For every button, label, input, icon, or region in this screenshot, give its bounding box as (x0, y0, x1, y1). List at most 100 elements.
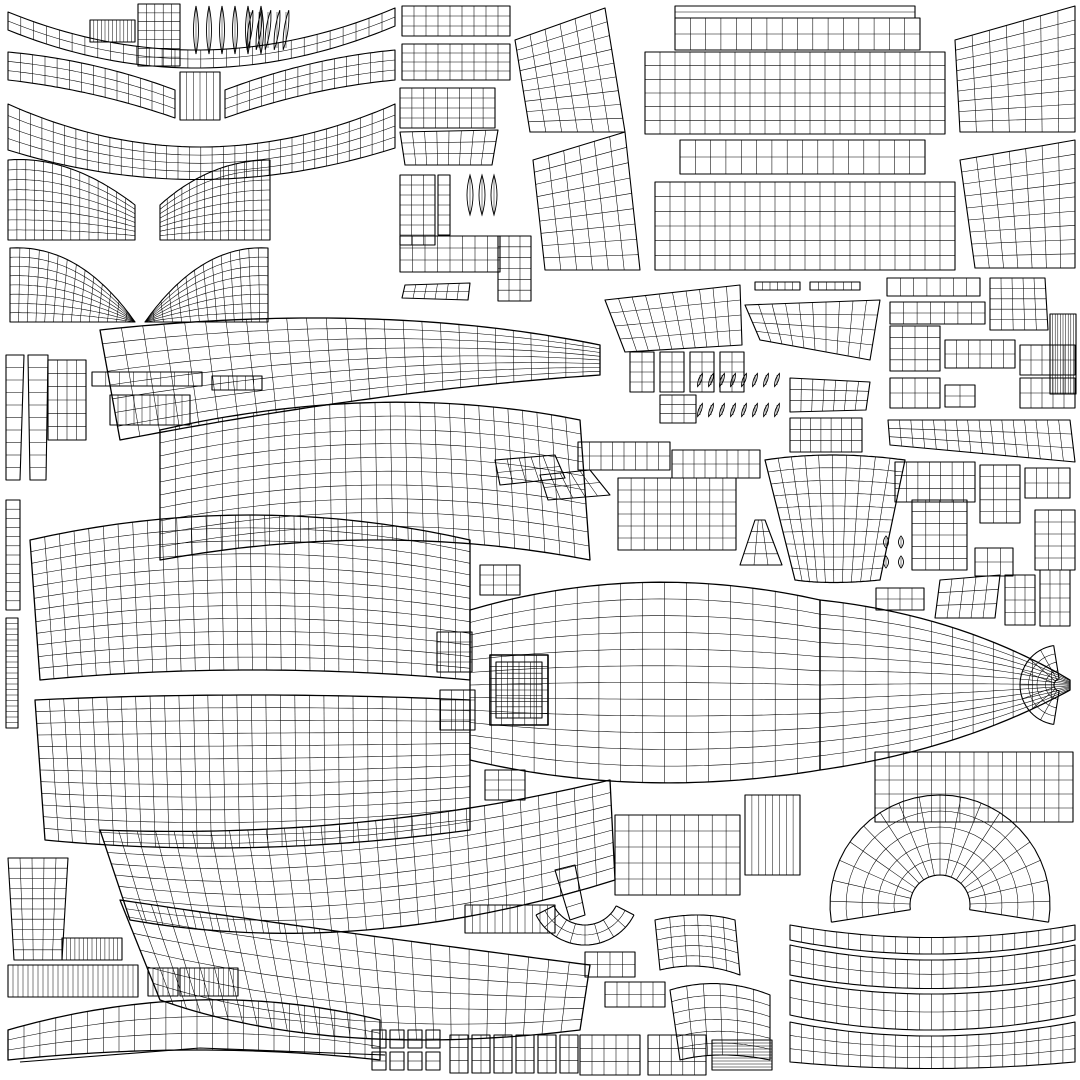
uv-island-14 (255, 10, 263, 50)
mesh-edge (302, 827, 315, 933)
mesh-edge (968, 210, 1076, 221)
mesh-edge (294, 695, 297, 847)
mesh-edge (563, 150, 577, 271)
uv-island-159 (711, 1039, 773, 1071)
mesh-edge (961, 153, 1076, 173)
island-outline (401, 5, 511, 37)
mesh-edge (203, 264, 209, 323)
mesh-edge (434, 402, 439, 542)
uv-island-47 (5, 617, 19, 729)
island-outline (883, 555, 889, 569)
mesh-edge (1022, 277, 1026, 331)
mesh-edge (839, 860, 913, 894)
uv-island-126 (1004, 574, 1036, 626)
island-outline (224, 49, 396, 119)
mesh-edge (155, 831, 180, 928)
mesh-edge (548, 155, 562, 271)
mesh-edge (493, 406, 500, 547)
mesh-edge (436, 131, 438, 166)
uv-island-60 (494, 454, 566, 486)
mesh-edge (970, 576, 977, 619)
island-outline (654, 181, 956, 271)
mesh-edge (610, 913, 626, 928)
mesh-edge (402, 320, 407, 395)
uv-island-23 (401, 5, 511, 37)
mesh-edge (631, 296, 649, 351)
island-outline (407, 1051, 423, 1071)
island-outline (887, 419, 1076, 463)
mesh-edge (411, 816, 419, 925)
mesh-edge (858, 300, 867, 359)
mesh-edge (463, 404, 470, 544)
island-outline (874, 751, 1074, 823)
mesh-edge (529, 34, 547, 133)
uv-island-28 (437, 174, 451, 236)
uv-island-139 (584, 951, 636, 978)
uv-island-147 (371, 1051, 387, 1071)
uv-island-120 (898, 535, 904, 549)
mesh-edge (184, 322, 200, 426)
island-outline (479, 564, 521, 596)
uv-island-73 (629, 351, 655, 393)
uv-island-29 (466, 173, 474, 217)
uv-island-152 (471, 1034, 491, 1074)
island-outline (659, 351, 685, 393)
mesh-edge (1058, 142, 1061, 269)
uv-island-72 (744, 299, 881, 361)
island-outline (744, 299, 881, 361)
mesh-edge (842, 455, 847, 583)
uv-island-113 (887, 419, 1076, 463)
mesh-edge (320, 825, 332, 933)
island-outline (109, 394, 191, 426)
island-outline (484, 769, 526, 801)
mesh-edge (921, 419, 925, 449)
mesh-edge (246, 319, 258, 416)
uv-island-134 (789, 979, 1076, 1031)
mesh-edge (504, 954, 509, 1038)
uv-island-121 (883, 555, 889, 569)
mesh-edge (569, 471, 586, 498)
island-outline (532, 131, 641, 271)
uv-island-135 (789, 1021, 1076, 1070)
uv-island-52 (99, 317, 601, 441)
uv-island-108 (944, 339, 1016, 369)
mesh-edge (669, 917, 674, 968)
mesh-edge (205, 321, 219, 423)
uv-island-107 (889, 325, 941, 372)
island-outline (1049, 313, 1077, 395)
mesh-edge (658, 293, 673, 350)
mesh-edge (578, 145, 593, 271)
mesh-edge (522, 410, 531, 551)
uv-island-59 (19, 1047, 386, 1063)
uv-island-80 (719, 372, 725, 388)
uv-island-33 (497, 235, 532, 302)
mesh-edge (969, 880, 1048, 899)
mesh-edge (359, 402, 363, 541)
mesh-edge (556, 919, 567, 938)
uv-island-104 (889, 301, 986, 325)
uv-island-157 (579, 1034, 641, 1076)
uv-island-64 (436, 631, 473, 673)
mesh-edge (958, 89, 1076, 102)
mesh-edge (283, 408, 286, 544)
mesh-edge (1001, 419, 1006, 456)
mesh-edge (49, 699, 59, 842)
uv-island-22 (144, 247, 269, 323)
island-outline (282, 10, 290, 50)
mesh-edge (35, 250, 40, 323)
mesh-edge (117, 523, 125, 674)
island-outline (399, 235, 501, 273)
uv-island-128 (874, 751, 1074, 823)
island-outline (99, 317, 601, 441)
mesh-edge (44, 252, 50, 323)
mesh-edge (1047, 419, 1053, 460)
mesh-edge (404, 402, 409, 541)
mesh-edge (249, 918, 273, 1029)
uv-island-58 (7, 999, 381, 1061)
mesh-edge (832, 880, 911, 899)
uv-island-93 (774, 402, 780, 418)
mesh-edge (785, 303, 794, 347)
island-outline (944, 339, 1016, 369)
mesh-edge (549, 473, 561, 500)
mesh-edge (506, 458, 514, 484)
